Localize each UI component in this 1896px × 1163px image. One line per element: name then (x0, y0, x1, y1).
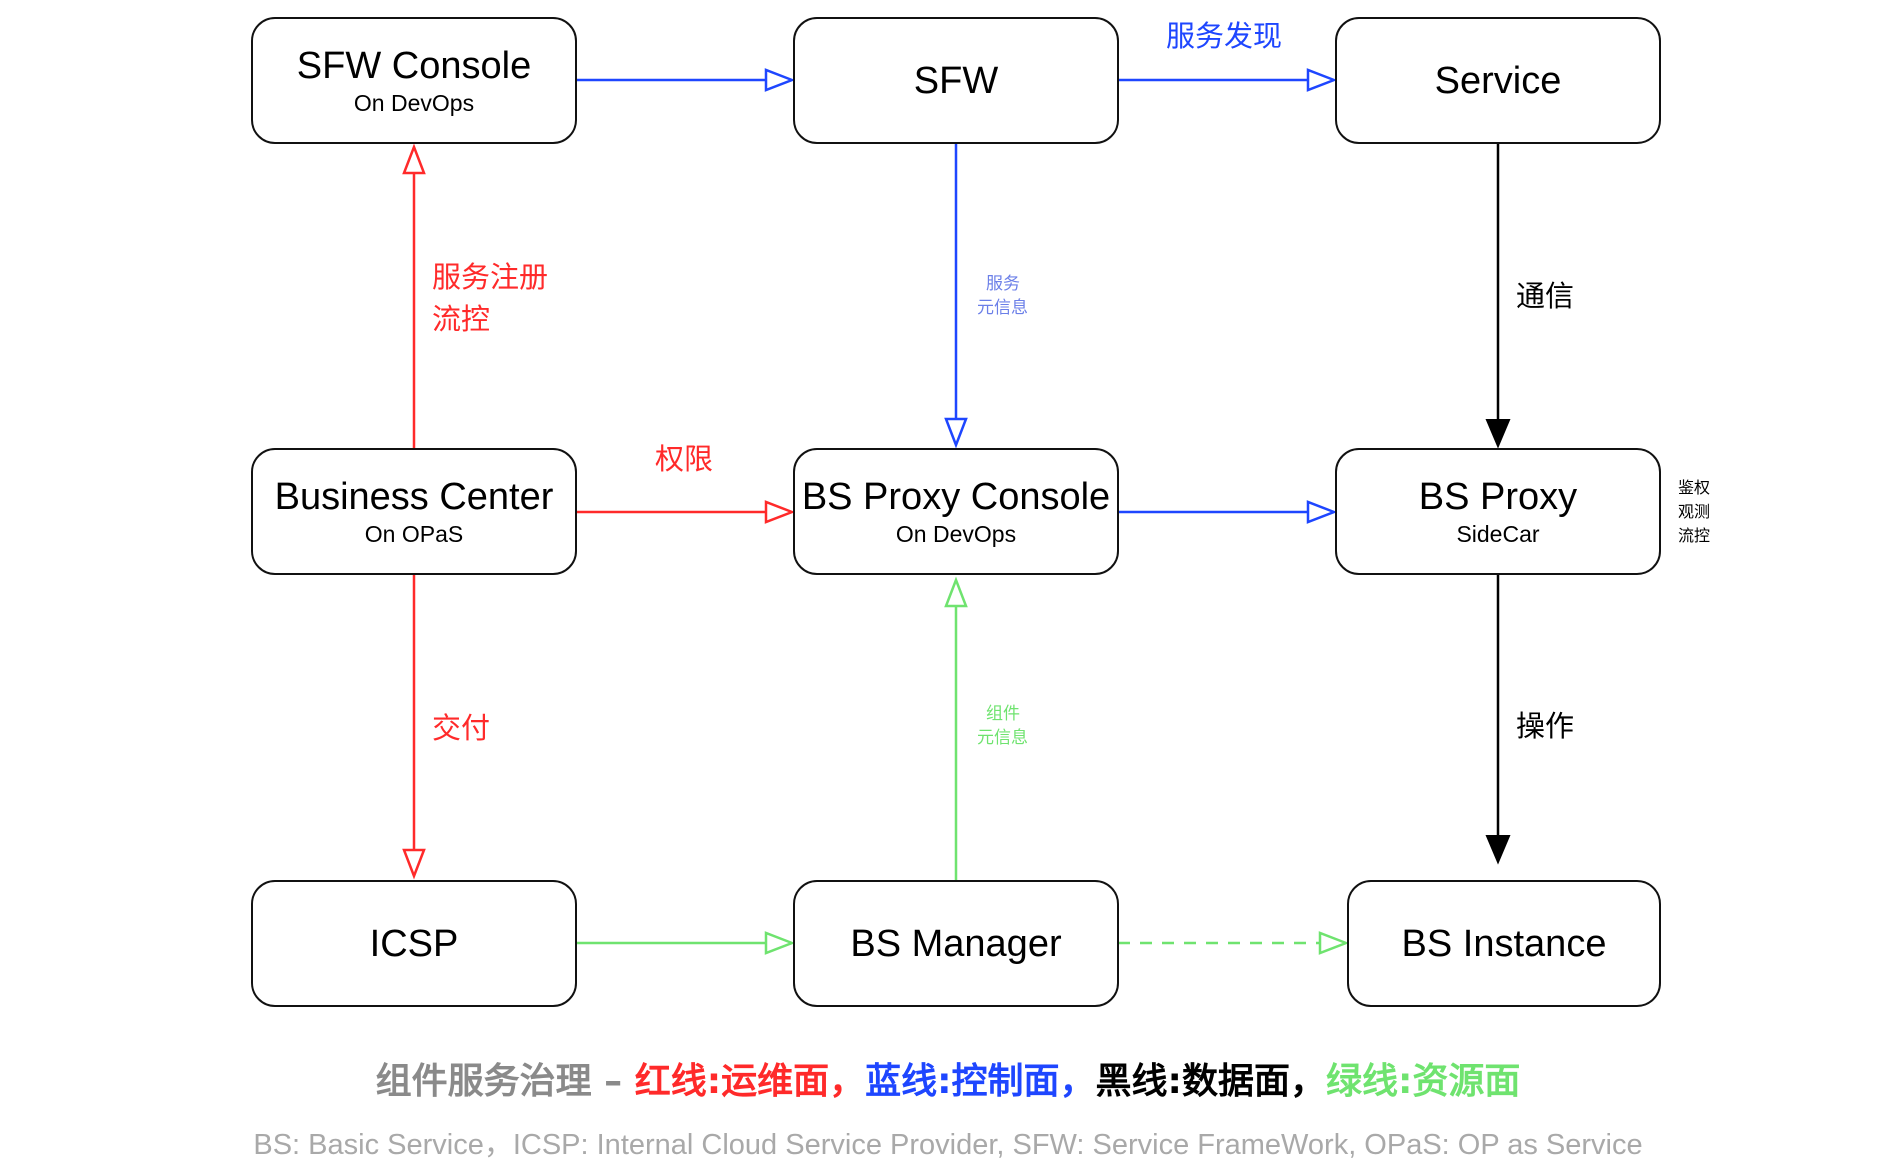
node-subtitle: On DevOps (353, 89, 475, 116)
abbreviations-footnote: BS: Basic Service，ICSP: Internal Cloud S… (253, 1129, 1643, 1161)
edge-service-to-bs-proxy (1485, 143, 1511, 449)
edge-icsp-to-bs-manager (576, 931, 796, 955)
bs-proxy-node: BS Proxy SideCar (1335, 448, 1661, 575)
label-permission: 权限 (655, 442, 714, 476)
legend-sep: ， (829, 1061, 866, 1102)
legend-green: 绿线:资源面 (1325, 1061, 1521, 1102)
proxy-note-flow-control: 流控 (1678, 526, 1711, 545)
legend-sep: ， (1059, 1061, 1096, 1102)
label-component-meta-line2: 元信息 (977, 728, 1028, 748)
label-register-line2: 流控 (432, 302, 491, 336)
legend-blue: 蓝线:控制面 (865, 1061, 1060, 1102)
label-operation: 操作 (1516, 709, 1575, 743)
node-title: BS Proxy Console (801, 475, 1111, 518)
label-communication: 通信 (1516, 279, 1575, 313)
node-subtitle: On OPaS (364, 520, 464, 547)
node-title: SFW Console (296, 44, 532, 87)
edge-business-center-to-sfw-console (402, 143, 426, 448)
label-service-meta-line1: 服务 (986, 274, 1020, 294)
legend-red: 红线:运维面 (634, 1061, 830, 1102)
label-service-discovery: 服务发现 (1166, 19, 1283, 53)
label-component-meta-line1: 组件 (986, 704, 1020, 724)
bs-proxy-console-node: BS Proxy Console On DevOps (793, 448, 1119, 575)
icsp-node: ICSP (251, 880, 577, 1007)
edge-bs-manager-to-bs-proxy-console (944, 576, 968, 880)
edge-bs-manager-to-bs-instance (1118, 931, 1350, 955)
edge-sfw-console-to-sfw (576, 68, 796, 92)
node-title: BS Manager (850, 922, 1062, 965)
edge-bs-proxy-console-to-bs-proxy (1118, 500, 1338, 524)
bs-manager-node: BS Manager (793, 880, 1119, 1007)
edge-sfw-to-bs-proxy-console (944, 143, 968, 449)
label-register-line1: 服务注册 (432, 260, 549, 294)
edge-bs-proxy-to-bs-instance (1485, 575, 1511, 865)
bs-instance-node: BS Instance (1347, 880, 1661, 1007)
sfw-console-node: SFW Console On DevOps (251, 17, 577, 144)
legend-caption: 组件服务治理 – 红线:运维面，蓝线:控制面，黑线:数据面，绿线:资源面 (0, 1052, 1896, 1104)
node-title: Business Center (274, 475, 554, 518)
proxy-note-observe: 观测 (1678, 502, 1711, 521)
label-service-meta-line2: 元信息 (977, 298, 1028, 318)
node-title: BS Proxy (1418, 475, 1578, 518)
sfw-node: SFW (793, 17, 1119, 144)
edge-sfw-to-service (1118, 68, 1338, 92)
legend-prefix: 组件服务治理 – (375, 1061, 635, 1102)
node-title: ICSP (369, 922, 459, 965)
node-title: BS Instance (1401, 922, 1607, 965)
node-title: SFW (913, 59, 999, 102)
service-node: Service (1335, 17, 1661, 144)
label-delivery: 交付 (432, 711, 491, 745)
edge-business-center-to-bs-proxy-console (576, 500, 796, 524)
legend-sep: ， (1289, 1061, 1326, 1102)
edge-business-center-to-icsp (402, 575, 426, 880)
node-subtitle: On DevOps (895, 520, 1017, 547)
node-title: Service (1434, 59, 1562, 102)
legend-black: 黑线:数据面 (1095, 1061, 1290, 1102)
node-subtitle: SideCar (1456, 520, 1540, 547)
proxy-note-auth: 鉴权 (1678, 478, 1711, 497)
business-center-node: Business Center On OPaS (251, 448, 577, 575)
